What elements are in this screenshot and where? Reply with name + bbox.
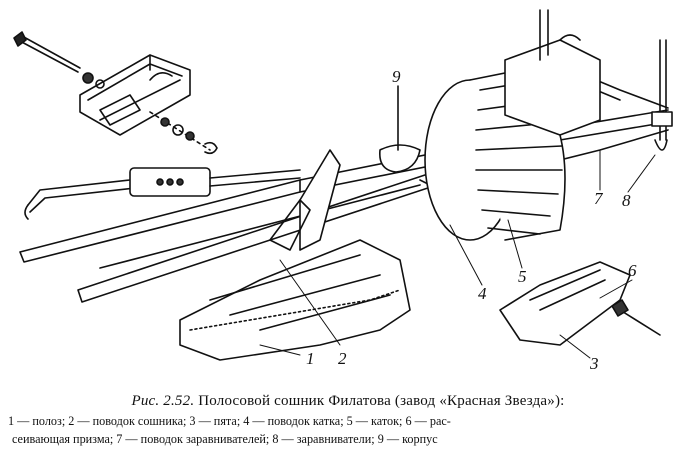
callout-8: 8 bbox=[622, 191, 631, 210]
technical-drawing: 1 2 3 4 5 6 7 8 9 bbox=[13, 9, 673, 373]
frame bbox=[19, 59, 669, 303]
seeder-illustration bbox=[13, 9, 673, 361]
turnbuckle-rod bbox=[24, 167, 301, 220]
top-mechanism bbox=[504, 9, 601, 136]
callout-1: 1 bbox=[306, 349, 315, 368]
callout-5: 5 bbox=[518, 267, 527, 286]
callout-9: 9 bbox=[392, 67, 401, 86]
legend-line-2: сеивающая призма; 7 — поводок заравниват… bbox=[12, 432, 438, 446]
callout-3: 3 bbox=[590, 354, 599, 373]
callout-2: 2 bbox=[338, 349, 347, 368]
bracket-plate bbox=[79, 54, 191, 136]
coulter-body bbox=[179, 149, 411, 361]
bolt-assembly bbox=[13, 31, 218, 155]
heel-part bbox=[499, 261, 661, 346]
levelers bbox=[651, 39, 673, 151]
figure-title: Полосовой сошник Филатова (завод «Красна… bbox=[198, 393, 565, 409]
callout-6: 6 bbox=[628, 261, 637, 280]
figure-legend: 1 — полоз; 2 — поводок сошника; 3 — пята… bbox=[8, 412, 692, 448]
callout-leaders bbox=[259, 149, 656, 359]
callout-4: 4 bbox=[478, 284, 487, 303]
figure-caption: Рис. 2.52. Полосовой сошник Филатова (за… bbox=[0, 393, 696, 410]
housing bbox=[379, 85, 421, 173]
legend-line-1: 1 — полоз; 2 — поводок сошника; 3 — пята… bbox=[8, 414, 451, 428]
callout-7: 7 bbox=[594, 189, 603, 208]
figure-number: Рис. 2.52. bbox=[131, 393, 195, 409]
